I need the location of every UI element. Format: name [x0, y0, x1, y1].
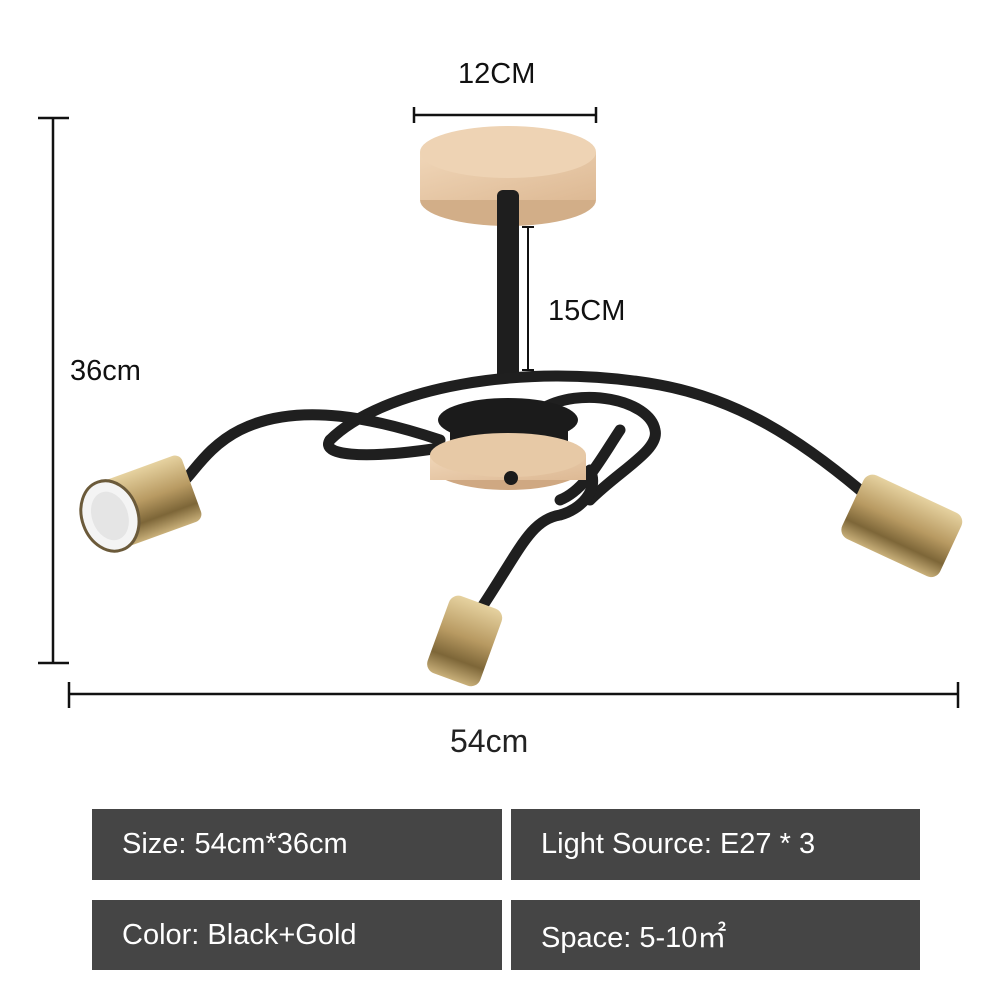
total-height-label: 36cm	[70, 355, 141, 387]
spec-space-text: Space: 5-10㎡	[541, 922, 727, 954]
spec-space: Space: 5-10㎡	[511, 900, 920, 970]
spec-color-text: Color: Black+Gold	[122, 918, 357, 951]
right-socket	[841, 474, 963, 578]
canopy-width-label: 12CM	[458, 58, 536, 90]
left-socket	[79, 455, 202, 553]
spec-size: Size: 54cm*36cm	[92, 809, 502, 880]
stem-length-label: 15CM	[548, 295, 626, 327]
total-width-label: 54cm	[450, 723, 529, 759]
stem	[497, 190, 519, 380]
middle-socket	[427, 595, 503, 687]
spec-size-text: Size: 54cm*36cm	[122, 828, 348, 860]
spec-color: Color: Black+Gold	[92, 900, 502, 970]
hub	[430, 398, 586, 490]
dimension-lines	[38, 107, 960, 708]
spec-light-source-text: Light Source: E27 * 3	[541, 828, 816, 860]
wood-canopy	[420, 126, 596, 226]
lamp-arms	[179, 370, 866, 616]
spec-light-source: Light Source: E27 * 3	[511, 809, 920, 880]
